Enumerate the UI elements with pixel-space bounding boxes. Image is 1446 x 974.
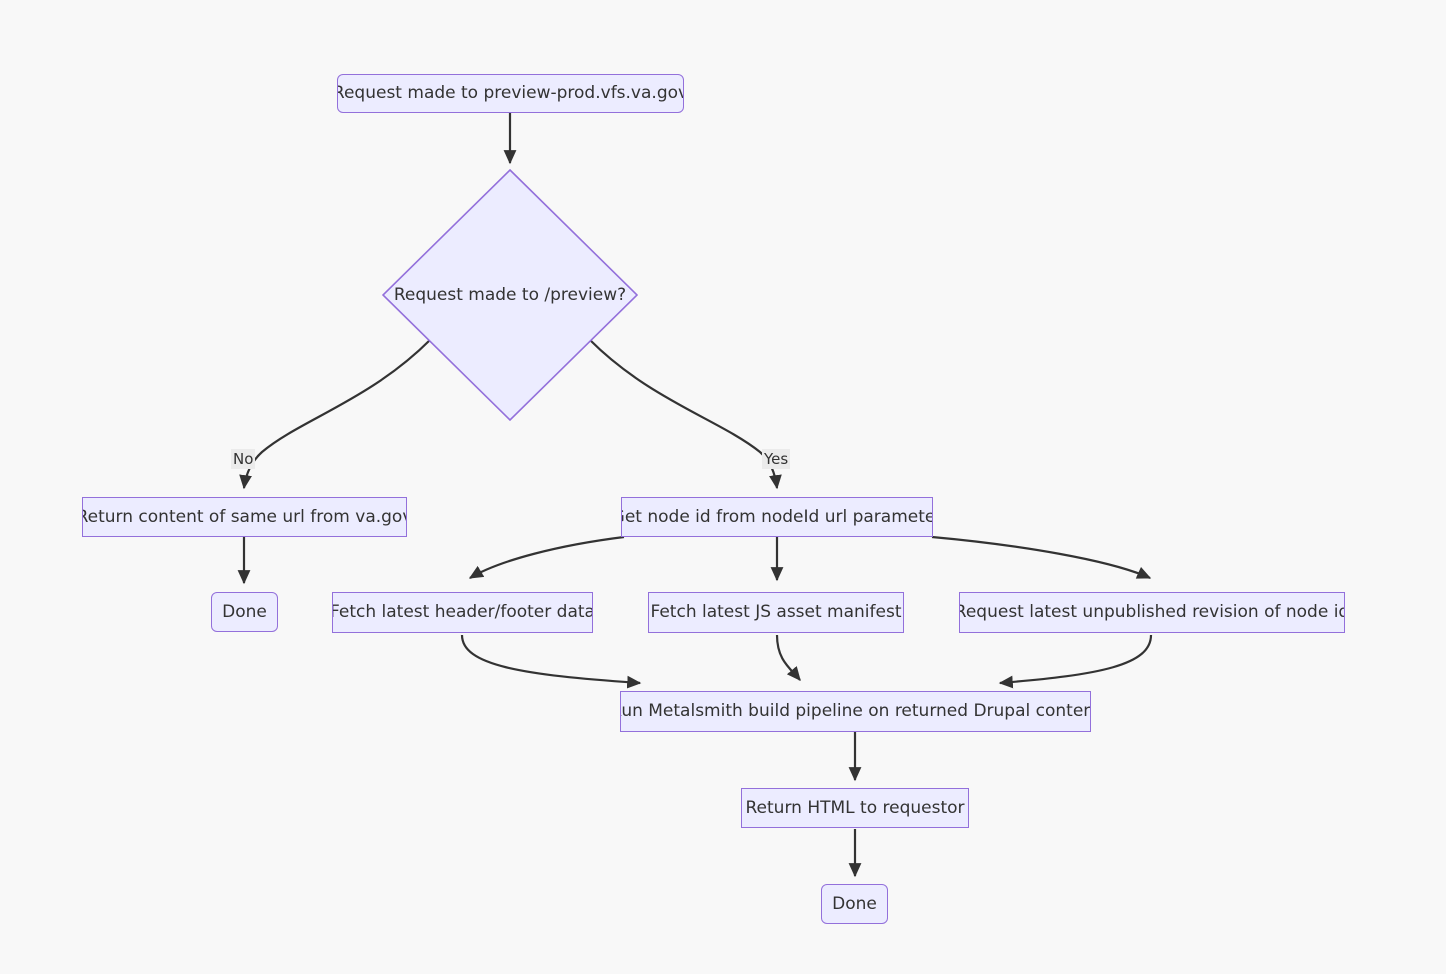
diamond-shape bbox=[382, 169, 638, 421]
node-decision-label-wrap: Request made to /preview? bbox=[382, 169, 638, 421]
node-fetch-header-footer-label: Fetch latest header/footer data bbox=[332, 602, 593, 623]
node-start-label: Request made to preview-prod.vfs.va.gov bbox=[337, 83, 684, 104]
node-fetch-header-footer[interactable]: Fetch latest header/footer data bbox=[332, 592, 593, 633]
node-fetch-js-manifest[interactable]: Fetch latest JS asset manifest bbox=[648, 592, 904, 633]
node-start[interactable]: Request made to preview-prod.vfs.va.gov bbox=[337, 74, 684, 113]
edge-get-node-id-to-header bbox=[468, 535, 625, 579]
node-done-bottom[interactable]: Done bbox=[821, 884, 888, 924]
node-done-left-label: Done bbox=[222, 601, 267, 622]
node-done-bottom-label: Done bbox=[832, 893, 877, 914]
edge-decision-to-same-url bbox=[239, 339, 431, 490]
node-return-html-label: Return HTML to requestor bbox=[745, 797, 965, 818]
node-get-node-id-label: Get node id from nodeId url parameter bbox=[621, 506, 933, 527]
node-fetch-js-manifest-label: Fetch latest JS asset manifest bbox=[650, 602, 902, 623]
node-return-same-url[interactable]: Return content of same url from va.gov bbox=[82, 497, 407, 537]
node-request-revision-label: Request latest unpublished revision of n… bbox=[959, 602, 1345, 623]
edge-label-no: No bbox=[231, 449, 256, 469]
node-request-revision[interactable]: Request latest unpublished revision of n… bbox=[959, 592, 1345, 633]
node-get-node-id[interactable]: Get node id from nodeId url parameter bbox=[621, 497, 933, 537]
node-metalsmith-build[interactable]: Run Metalsmith build pipeline on returne… bbox=[620, 691, 1091, 732]
edge-label-yes: Yes bbox=[762, 449, 791, 469]
node-done-left[interactable]: Done bbox=[211, 592, 278, 632]
node-decision-label: Request made to /preview? bbox=[393, 285, 627, 305]
node-return-same-url-label: Return content of same url from va.gov bbox=[82, 506, 407, 527]
edge-revision-to-metalsmith bbox=[998, 634, 1153, 689]
node-decision[interactable]: Request made to /preview? bbox=[382, 169, 638, 421]
node-metalsmith-build-label: Run Metalsmith build pipeline on returne… bbox=[620, 701, 1091, 722]
edge-manifest-to-metalsmith bbox=[775, 634, 801, 681]
edge-decision-to-get-node-id bbox=[589, 339, 782, 490]
node-return-html[interactable]: Return HTML to requestor bbox=[741, 788, 969, 828]
edge-get-node-id-to-revision bbox=[931, 535, 1152, 580]
edge-label-yes-text: Yes bbox=[764, 450, 789, 468]
edge-header-to-metalsmith bbox=[460, 634, 642, 689]
edge-label-no-text: No bbox=[233, 450, 254, 468]
